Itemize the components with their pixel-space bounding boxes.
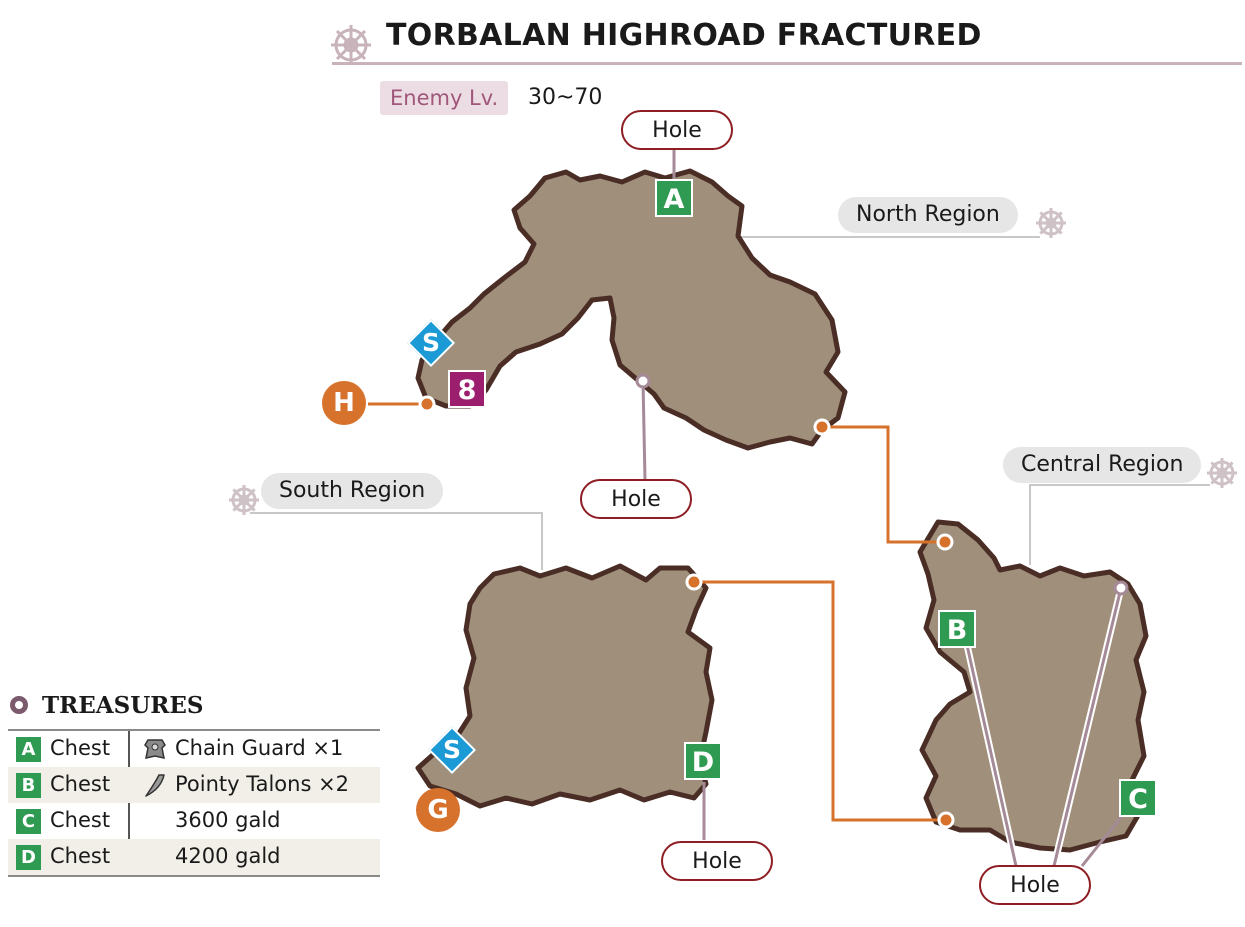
- table-divider: [128, 731, 130, 875]
- hole-label-central-bottom: Hole: [979, 865, 1091, 905]
- row-letter-badge: D: [16, 845, 41, 870]
- table-row: B Chest Pointy Talons ×2: [8, 767, 380, 803]
- row-type: Chest: [50, 772, 111, 796]
- chain-guard-icon: [144, 739, 166, 759]
- hole-connectors: [635, 150, 1129, 867]
- row-letter-badge: C: [16, 809, 41, 834]
- chest-marker-c: C: [1119, 779, 1157, 817]
- chest-marker-b: B: [938, 610, 976, 648]
- row-type: Chest: [50, 736, 111, 760]
- north-region-label: North Region: [838, 197, 1018, 233]
- hole-label-north-middle: Hole: [580, 479, 692, 519]
- central-region-gear-icon: [1205, 456, 1239, 490]
- row-letter-badge: B: [16, 773, 41, 798]
- row-item: 4200 gald: [175, 844, 281, 868]
- row-type: Chest: [50, 808, 111, 832]
- table-row: A Chest Chain Guard ×1: [8, 731, 380, 767]
- south-region-landmass: [415, 563, 715, 809]
- enemy-level-label: Enemy Lv.: [380, 81, 509, 115]
- route-endpoints: [418, 395, 955, 829]
- title-bar: TORBALAN HIGHROAD FRACTURED: [330, 16, 1242, 68]
- hole-label-top: Hole: [621, 110, 733, 150]
- table-row: D Chest 4200 gald: [8, 839, 380, 875]
- hole-label-south-bottom: Hole: [661, 841, 773, 881]
- central-region-label: Central Region: [1003, 447, 1202, 483]
- pointy-talon-icon: [145, 774, 165, 797]
- row-type: Chest: [50, 844, 111, 868]
- event-marker-8: 8: [448, 370, 486, 408]
- entrance-marker-h: H: [322, 381, 366, 425]
- table-row: C Chest 3600 gald: [8, 803, 380, 839]
- south-region-label: South Region: [261, 473, 444, 509]
- row-item: Chain Guard ×1: [175, 736, 344, 760]
- treasures-table: A Chest Chain Guard ×1 B Chest Pointy Ta…: [8, 729, 380, 877]
- route-lines: [368, 402, 946, 822]
- treasures-heading: TREASURES: [42, 692, 204, 719]
- enemy-level-value: 30~70: [528, 85, 603, 110]
- chest-marker-d: D: [684, 742, 722, 780]
- goal-marker-g: G: [416, 788, 460, 832]
- treasures-header: TREASURES: [8, 688, 380, 728]
- row-letter-badge: A: [16, 737, 41, 762]
- north-region-gear-icon: [1034, 206, 1068, 240]
- treasures-panel: TREASURES A Chest Chain Guard ×1 B Chest…: [8, 688, 380, 877]
- title-underline: [332, 62, 1242, 65]
- save-point-south-label: S: [442, 735, 461, 764]
- save-point-north-label: S: [421, 328, 440, 357]
- chest-marker-a: A: [655, 179, 693, 217]
- gear-emblem-icon: [331, 25, 371, 65]
- ring-bullet-icon: [10, 696, 28, 714]
- region-leader-lines: [250, 236, 1210, 570]
- central-region-landmass: [917, 519, 1149, 853]
- row-item: 3600 gald: [175, 808, 281, 832]
- page-title: TORBALAN HIGHROAD FRACTURED: [386, 18, 982, 53]
- south-region-gear-icon: [227, 483, 261, 517]
- row-item: Pointy Talons ×2: [175, 772, 350, 796]
